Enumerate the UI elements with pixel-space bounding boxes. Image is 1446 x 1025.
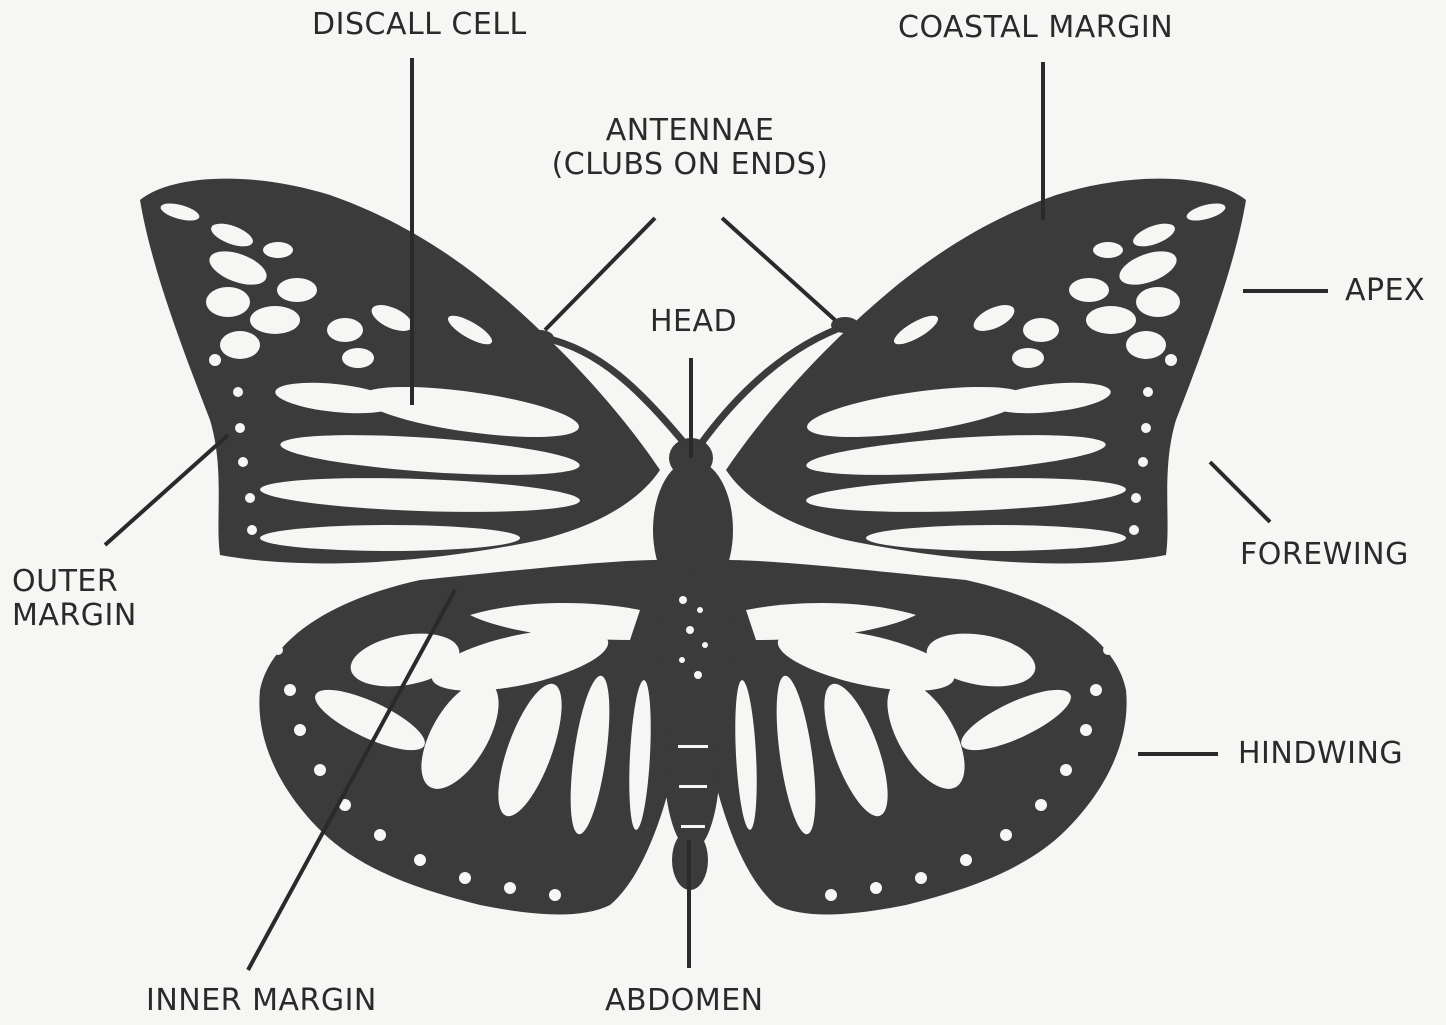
- antennae-leader-left: [545, 218, 655, 330]
- forewing-leader: [1210, 462, 1270, 522]
- label-abdomen: ABDOMEN: [605, 984, 764, 1018]
- label-antennae-line1: ANTENNAE: [540, 114, 840, 148]
- label-discal-cell: DISCALL CELL: [312, 8, 527, 42]
- label-coastal-margin: COASTAL MARGIN: [898, 11, 1173, 45]
- label-forewing: FOREWING: [1240, 538, 1409, 572]
- label-outer-margin: OUTER MARGIN: [12, 565, 137, 633]
- label-antennae: ANTENNAE (CLUBS ON ENDS): [540, 114, 840, 182]
- label-antennae-line2: (CLUBS ON ENDS): [540, 148, 840, 182]
- label-inner-margin: INNER MARGIN: [146, 984, 377, 1018]
- label-outer-margin-line2: MARGIN: [12, 599, 137, 633]
- antennae-leader-right: [722, 218, 835, 320]
- label-apex: APEX: [1345, 274, 1425, 308]
- label-hindwing: HINDWING: [1238, 737, 1403, 771]
- label-head: HEAD: [650, 305, 737, 339]
- label-outer-margin-line1: OUTER: [12, 565, 137, 599]
- outer-margin-leader: [105, 435, 228, 545]
